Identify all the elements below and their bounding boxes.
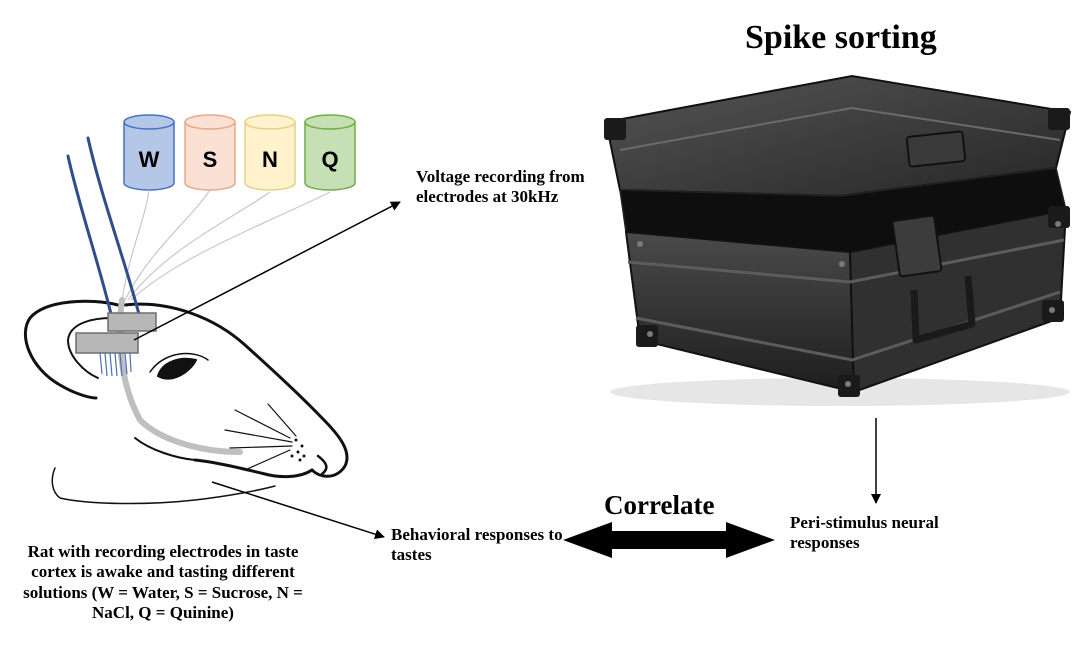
bottle-letter-w: W [139, 147, 160, 172]
behavioral-responses-label: Behavioral responses to tastes [391, 525, 563, 565]
bottle-quinine: Q [304, 114, 356, 191]
bottle-letter-n: N [262, 147, 278, 172]
bottle-letter-s: S [203, 147, 218, 172]
bottle-sucrose: S [184, 114, 236, 191]
rat-eye [157, 357, 197, 380]
correlate-label: Correlate [604, 490, 715, 520]
title: Spike sorting [745, 19, 937, 56]
spike-sorting-box-icon [604, 74, 1072, 406]
electrode-wires [66, 136, 142, 320]
peri-stimulus-label: Peri-stimulus neural responses [790, 513, 939, 553]
rat-head-outline [123, 302, 349, 478]
headstage [75, 312, 157, 377]
bottle-water: W [123, 114, 175, 191]
arrow-to-voltage [133, 201, 401, 341]
rat-illustration [24, 299, 349, 505]
voltage-recording-label: Voltage recording from electrodes at 30k… [416, 167, 585, 207]
flow-arrows [133, 201, 881, 540]
bottle-letter-q: Q [321, 147, 338, 172]
arrow-to-behavior [211, 481, 385, 540]
rat-ear [24, 299, 120, 400]
taste-tubes [121, 189, 331, 301]
correlate-double-arrow [563, 522, 775, 558]
rat-description: Rat with recording electrodes in taste c… [23, 542, 303, 623]
bottle-nacl: N [244, 114, 296, 191]
taste-bottles: W S N Q [123, 114, 356, 191]
